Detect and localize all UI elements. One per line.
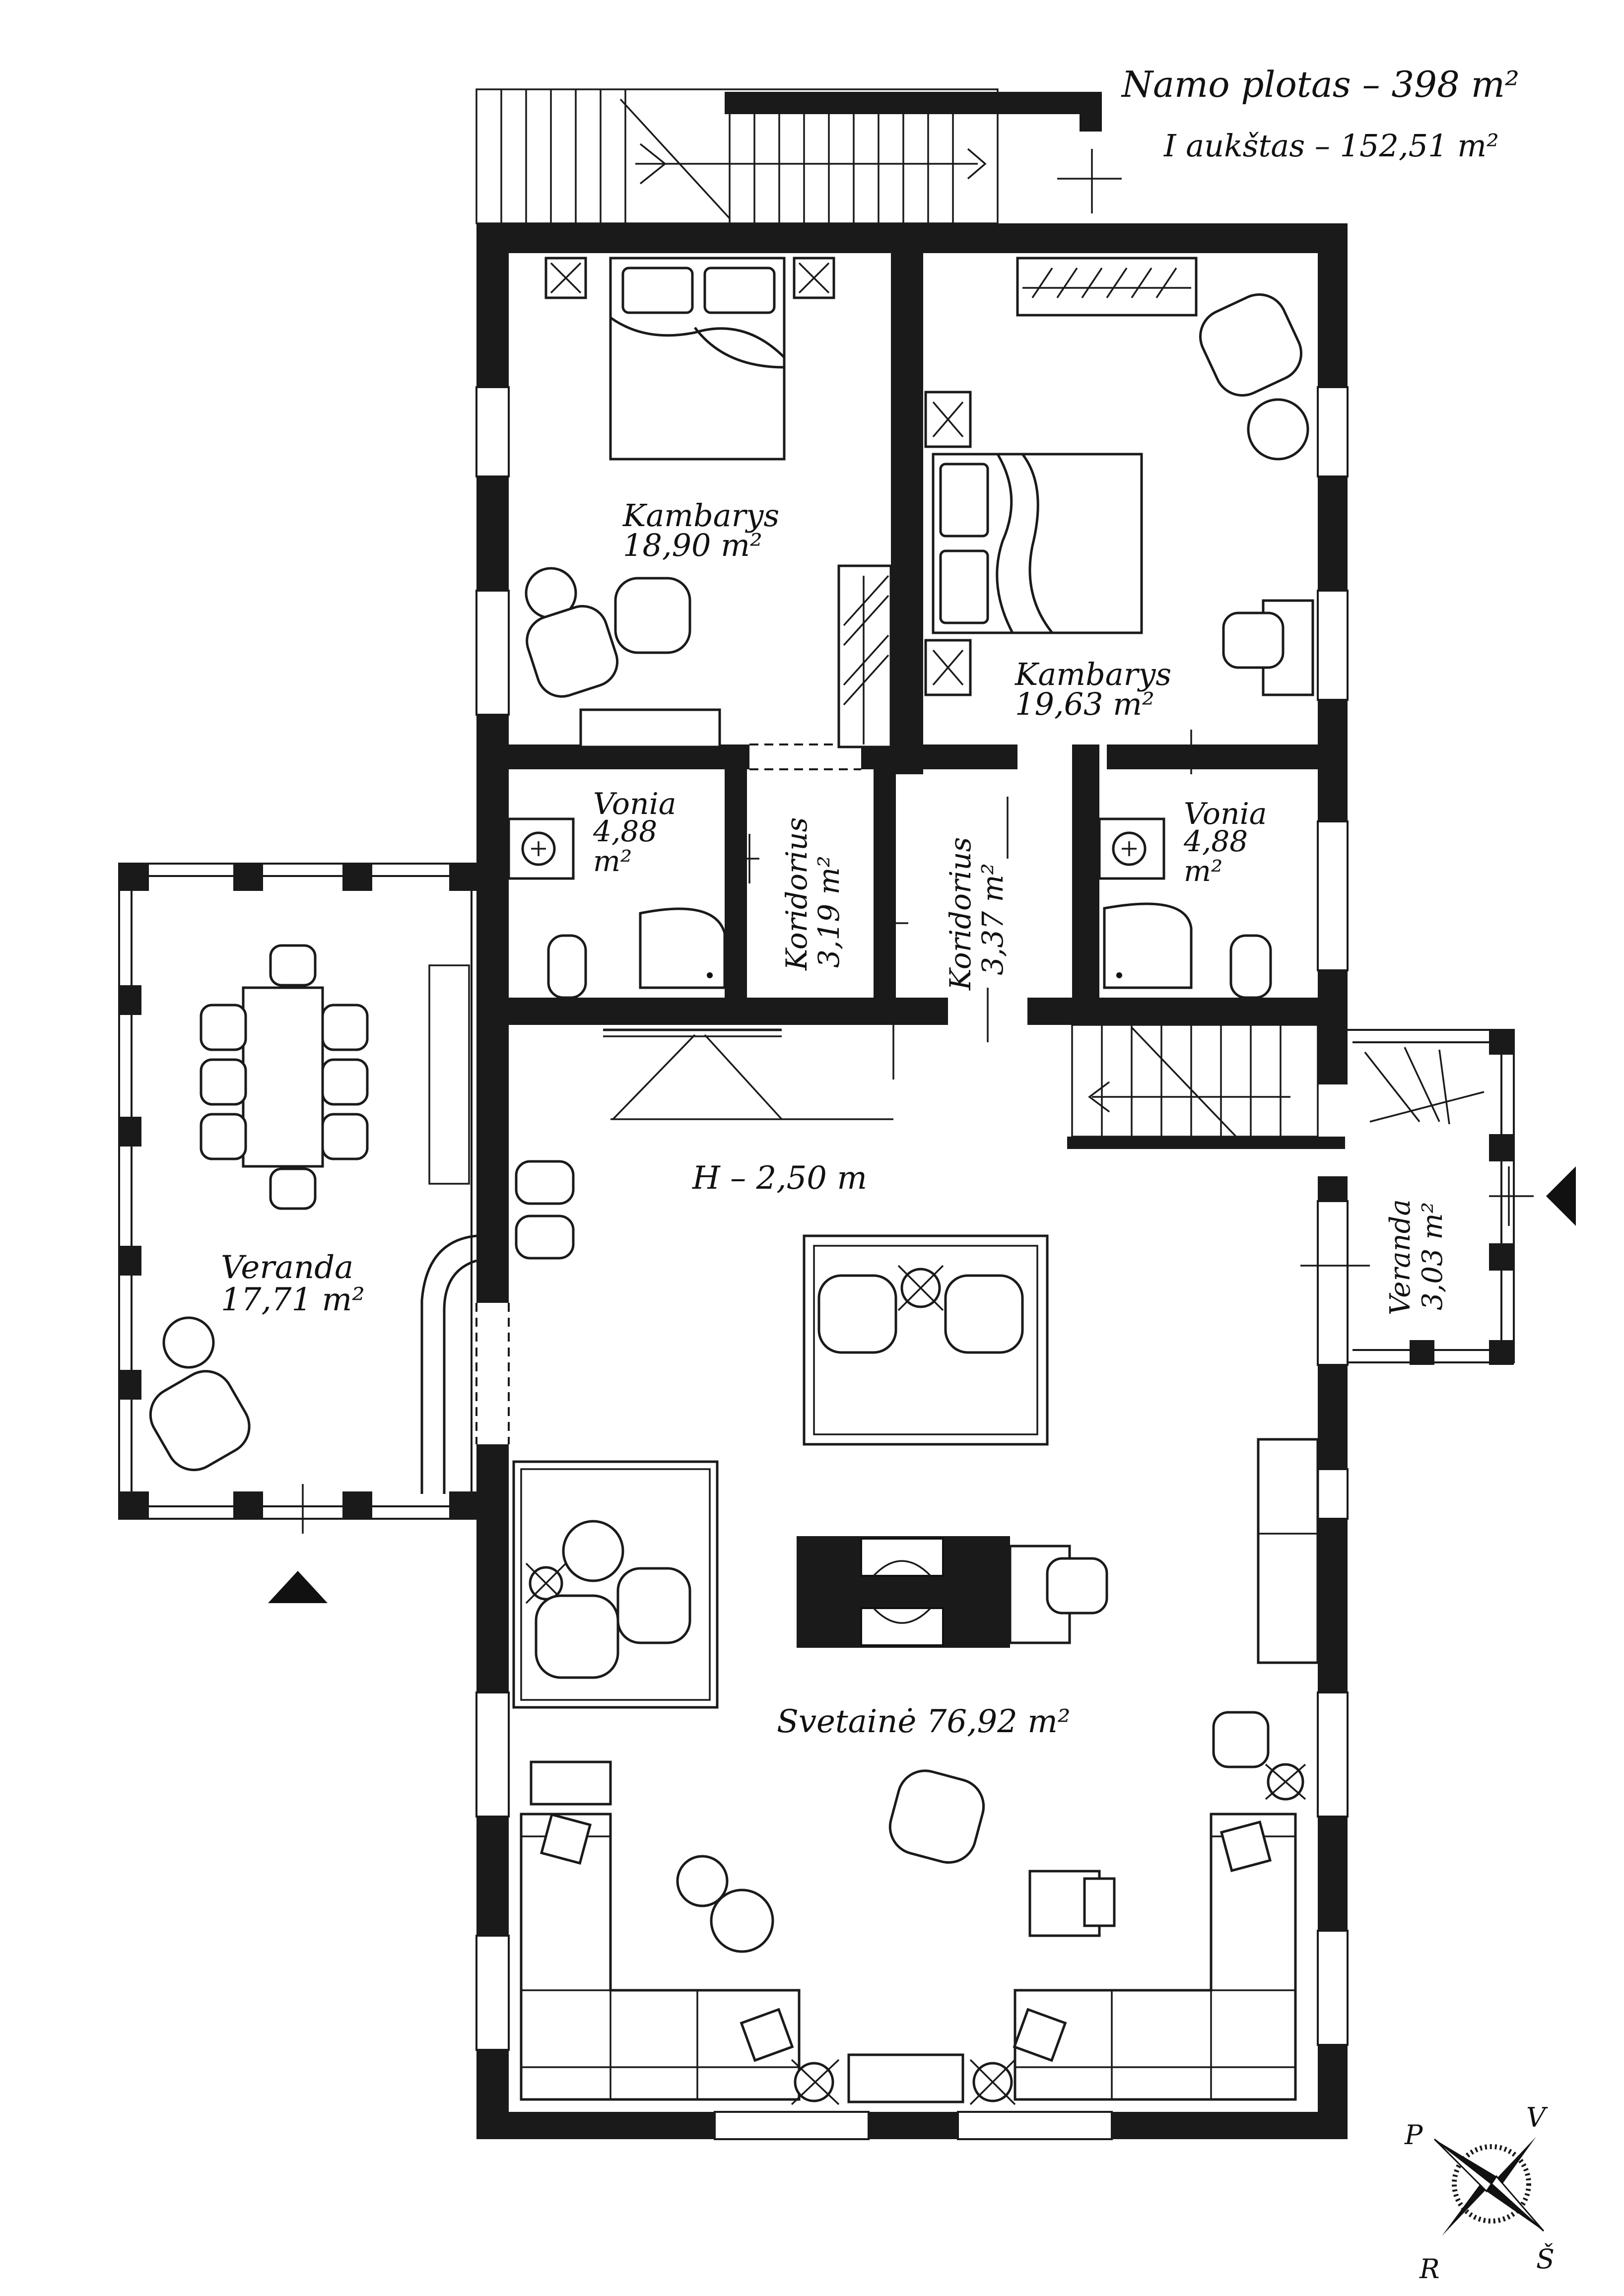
corridor1-area: 3,19 m²	[812, 856, 846, 968]
compass-west-label: P	[1404, 2119, 1423, 2151]
top-entrance-stairs	[475, 88, 1122, 224]
bath2-name: Vonia	[1184, 797, 1267, 831]
living-room-label: Svetainė 76,92 m²	[777, 1703, 1071, 1740]
living-furniture	[512, 1025, 1319, 2105]
bedroom1-name: Kambarys	[622, 497, 779, 534]
bathroom-fixtures	[507, 817, 1272, 999]
total-area-label: Namo plotas – 398 m²	[1121, 64, 1519, 105]
bath2-area: 4,88	[1183, 824, 1248, 858]
west-veranda	[118, 863, 485, 1603]
bedroom2-area: 19,63 m²	[1015, 686, 1154, 722]
bath1-unit: m²	[593, 844, 632, 878]
compass-east-label: Š	[1536, 2243, 1555, 2275]
compass-rose: P V Š R	[1404, 2102, 1555, 2285]
walls	[475, 223, 1370, 2140]
bedroom1-area: 18,90 m²	[623, 527, 762, 563]
veranda-east-name: Veranda	[1384, 1199, 1417, 1315]
bath1-area: 4,88	[593, 814, 657, 848]
corridor2-name: Koridorius	[944, 837, 977, 991]
labels: Namo plotas – 398 m² I aukštas – 152,51 …	[221, 64, 1519, 1740]
bath1-name: Vonia	[593, 787, 677, 821]
compass-north-label: V	[1526, 2102, 1548, 2133]
veranda-west-name: Veranda	[221, 1249, 353, 1286]
ceiling-height-label: H – 2,50 m	[692, 1160, 867, 1197]
compass-south-label: R	[1419, 2253, 1440, 2285]
corridor1-name: Koridorius	[780, 817, 813, 971]
bedroom2-name: Kambarys	[1015, 656, 1171, 692]
east-veranda	[1340, 1029, 1576, 1365]
interior-stairs	[1071, 1024, 1319, 1143]
bedroom1-furniture	[525, 257, 892, 748]
bedroom2-furniture	[924, 257, 1314, 696]
bath2-unit: m²	[1184, 854, 1222, 888]
veranda-west-area: 17,71 m²	[221, 1282, 365, 1318]
veranda-east-area: 3,03 m²	[1417, 1202, 1449, 1310]
corridor2-area: 3,37 m²	[976, 863, 1010, 975]
floor-area-label: I aukštas – 152,51 m²	[1163, 128, 1499, 164]
